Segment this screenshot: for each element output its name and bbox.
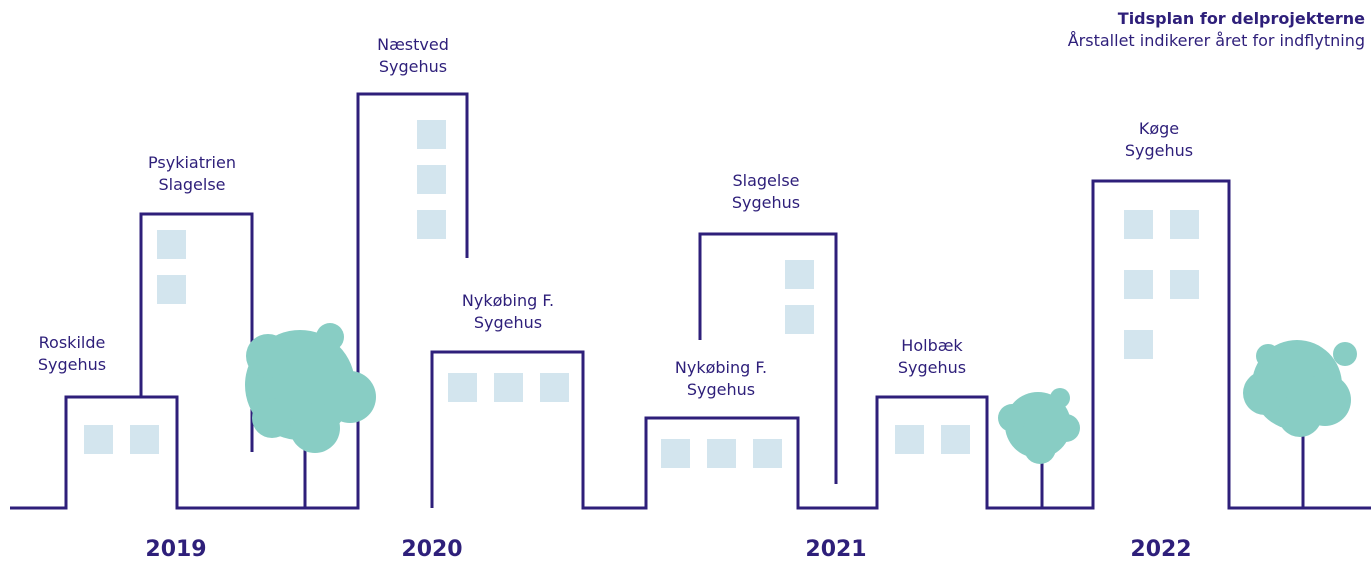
window xyxy=(417,165,446,194)
window xyxy=(130,425,159,454)
building-label-roskilde: Roskilde Sygehus xyxy=(38,332,106,376)
tree-canopy-2 xyxy=(998,388,1080,464)
year-label-2019: 2019 xyxy=(145,537,207,562)
building-label-line: Sygehus xyxy=(473,313,543,332)
window xyxy=(540,373,569,402)
building-label-nykobing-2021: Nykøbing F. Sygehus xyxy=(675,357,767,401)
window xyxy=(785,260,814,289)
window xyxy=(157,275,186,304)
window xyxy=(941,425,970,454)
building-label-line: Psykiatrien xyxy=(148,153,236,172)
window xyxy=(448,373,477,402)
year-label-2020: 2020 xyxy=(401,537,463,562)
building-label-nykobing-2020: Nykøbing F. Sygehus xyxy=(462,290,554,334)
tree-canopy-3 xyxy=(1243,340,1357,437)
window xyxy=(661,439,690,468)
window xyxy=(707,439,736,468)
window xyxy=(753,439,782,468)
window xyxy=(1124,270,1153,299)
building-label-line: Nykøbing F. xyxy=(674,358,768,377)
building-label-holbaek: Holbæk Sygehus xyxy=(898,335,966,379)
tree-canopy-1 xyxy=(245,323,376,453)
building-label-line: Sygehus xyxy=(1124,141,1194,160)
building-label-line: Holbæk xyxy=(901,336,963,355)
building-label-line: Slagelse xyxy=(158,175,226,194)
window xyxy=(157,230,186,259)
window xyxy=(1124,210,1153,239)
window xyxy=(1124,330,1153,359)
building-label-psykiatrien-slagelse: Psykiatrien Slagelse xyxy=(148,152,236,196)
window xyxy=(84,425,113,454)
header-subtitle: Årstallet indikerer året for indflytning xyxy=(1067,31,1365,50)
building-label-slagelse-sygehus: Slagelse Sygehus xyxy=(732,170,800,214)
skyline-outline xyxy=(10,92,1371,510)
header: Tidsplan for delprojekterne Årstallet in… xyxy=(1068,8,1365,52)
window xyxy=(785,305,814,334)
window xyxy=(417,210,446,239)
building-label-naestved: Næstved Sygehus xyxy=(377,34,449,78)
building-label-koge: Køge Sygehus xyxy=(1125,118,1193,162)
window xyxy=(417,120,446,149)
building-label-line: Nykøbing F. xyxy=(461,291,555,310)
building-label-line: Køge xyxy=(1138,119,1180,138)
building-label-line: Roskilde xyxy=(38,333,106,352)
building-label-line: Sygehus xyxy=(731,193,801,212)
building-label-line: Slagelse xyxy=(732,171,800,190)
window xyxy=(1170,270,1199,299)
window xyxy=(895,425,924,454)
year-label-2021: 2021 xyxy=(805,537,867,562)
building-label-line: Sygehus xyxy=(686,380,756,399)
window xyxy=(1170,210,1199,239)
building-label-line: Sygehus xyxy=(378,57,448,76)
year-label-2022: 2022 xyxy=(1130,537,1192,562)
window xyxy=(494,373,523,402)
building-label-line: Næstved xyxy=(377,35,449,54)
header-title: Tidsplan for delprojekterne xyxy=(1117,9,1365,28)
building-label-line: Sygehus xyxy=(37,355,107,374)
building-label-line: Sygehus xyxy=(897,358,967,377)
